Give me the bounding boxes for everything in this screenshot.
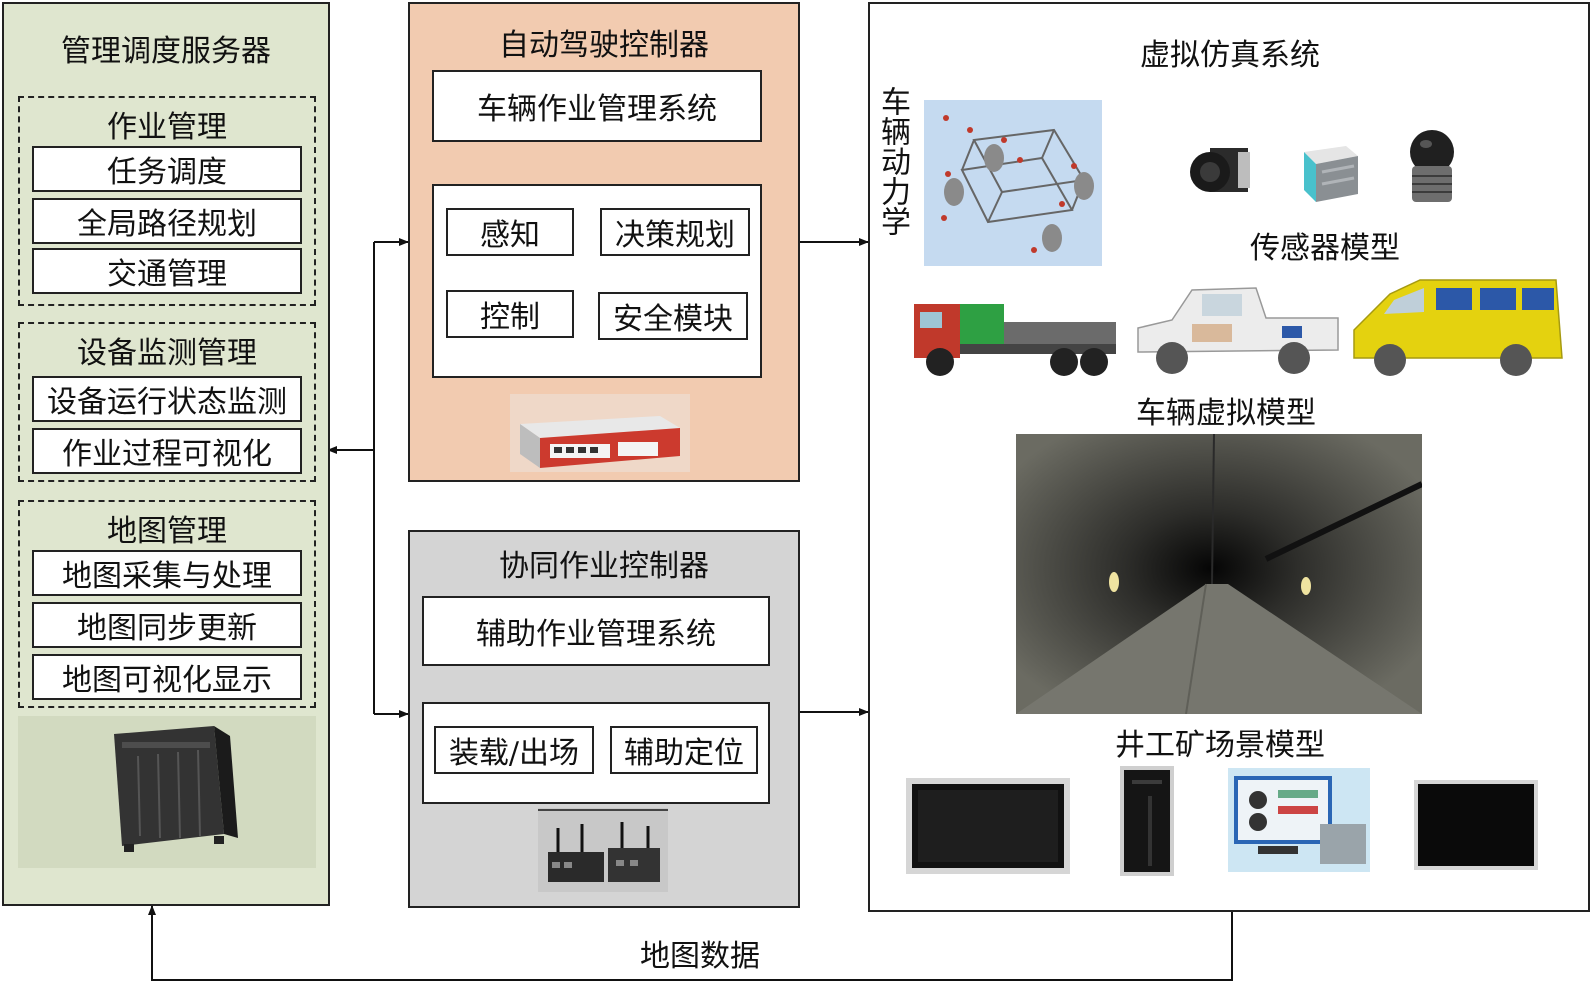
simulation-panel: 虚拟仿真系统 车辆动力学: [868, 2, 1590, 912]
module-perception: 感知: [446, 208, 574, 256]
group-device-monitoring: 设备监测管理 设备运行状态监测 作业过程可视化: [18, 322, 316, 482]
tunnel-scene-image: [1016, 434, 1422, 714]
sim-title: 虚拟仿真系统: [1140, 38, 1320, 73]
cooperative-controller-panel: 协同作业控制器 辅助作业管理系统 装载/出场 辅助定位: [408, 530, 800, 908]
module-decision-planning: 决策规划: [600, 208, 750, 256]
coop-modules-box: 装载/出场 辅助定位: [422, 702, 770, 804]
adc-title: 自动驾驶控制器: [499, 28, 709, 63]
camera-icon: [1188, 142, 1252, 200]
server-title: 管理调度服务器: [61, 34, 271, 69]
dome-sensor-icon: [1404, 126, 1460, 208]
server-panel: 管理调度服务器 作业管理 任务调度 全局路径规划 交通管理 设备监测管理 设备运…: [2, 2, 330, 906]
group-title: 作业管理: [107, 110, 227, 145]
autonomous-controller-panel: 自动驾驶控制器 车辆作业管理系统 感知 决策规划 控制 安全模块: [408, 2, 800, 482]
tower-server-icon: [18, 716, 316, 868]
aux-job-system-box: 辅助作业管理系统: [422, 596, 770, 666]
map-data-label: 地图数据: [630, 932, 770, 974]
display-icon: [1414, 780, 1538, 870]
module-safety: 安全模块: [598, 292, 748, 340]
item-task-scheduling: 任务调度: [32, 146, 302, 192]
coop-title: 协同作业控制器: [499, 549, 709, 584]
module-loading-exit: 装载/出场: [434, 726, 594, 774]
vehicle-job-system-box: 车辆作业管理系统: [432, 70, 762, 142]
pc-tower-icon: [1118, 764, 1176, 878]
mine-scene-label: 井工矿场景模型: [1115, 728, 1325, 763]
item-device-status-monitoring: 设备运行状态监测: [32, 376, 302, 422]
vehicle-model-label: 车辆虚拟模型: [1136, 396, 1316, 431]
map-data-arrow: [148, 905, 1233, 981]
item-process-visualization: 作业过程可视化: [32, 428, 302, 474]
module-control: 控制: [446, 290, 574, 338]
sensor-model-label: 传感器模型: [1250, 231, 1400, 266]
group-map-management: 地图管理 地图采集与处理 地图同步更新 地图可视化显示: [18, 500, 316, 708]
module-aux-positioning: 辅助定位: [610, 726, 758, 774]
industrial-pc-icon: [510, 394, 690, 472]
pickup-icon: [1132, 280, 1344, 380]
lidar-icon: [1298, 142, 1362, 206]
group-job-management: 作业管理 任务调度 全局路径规划 交通管理: [18, 96, 316, 306]
vehicle-dynamics-label: 车辆动力学: [875, 86, 910, 236]
item-map-visualization: 地图可视化显示: [32, 654, 302, 700]
monitor-icon: [906, 778, 1070, 874]
van-icon: [1350, 272, 1564, 380]
group-title: 地图管理: [107, 514, 227, 549]
item-map-sync-update: 地图同步更新: [32, 602, 302, 648]
item-map-collection: 地图采集与处理: [32, 550, 302, 596]
item-global-path-planning: 全局路径规划: [32, 198, 302, 244]
truck-icon: [912, 296, 1122, 380]
router-box-icon: [538, 808, 668, 892]
item-traffic-management: 交通管理: [32, 248, 302, 294]
adc-modules-box: 感知 决策规划 控制 安全模块: [432, 184, 762, 378]
workstation-icon: [1228, 768, 1370, 872]
group-title: 设备监测管理: [77, 336, 257, 371]
chassis-dynamics-icon: [924, 100, 1102, 266]
